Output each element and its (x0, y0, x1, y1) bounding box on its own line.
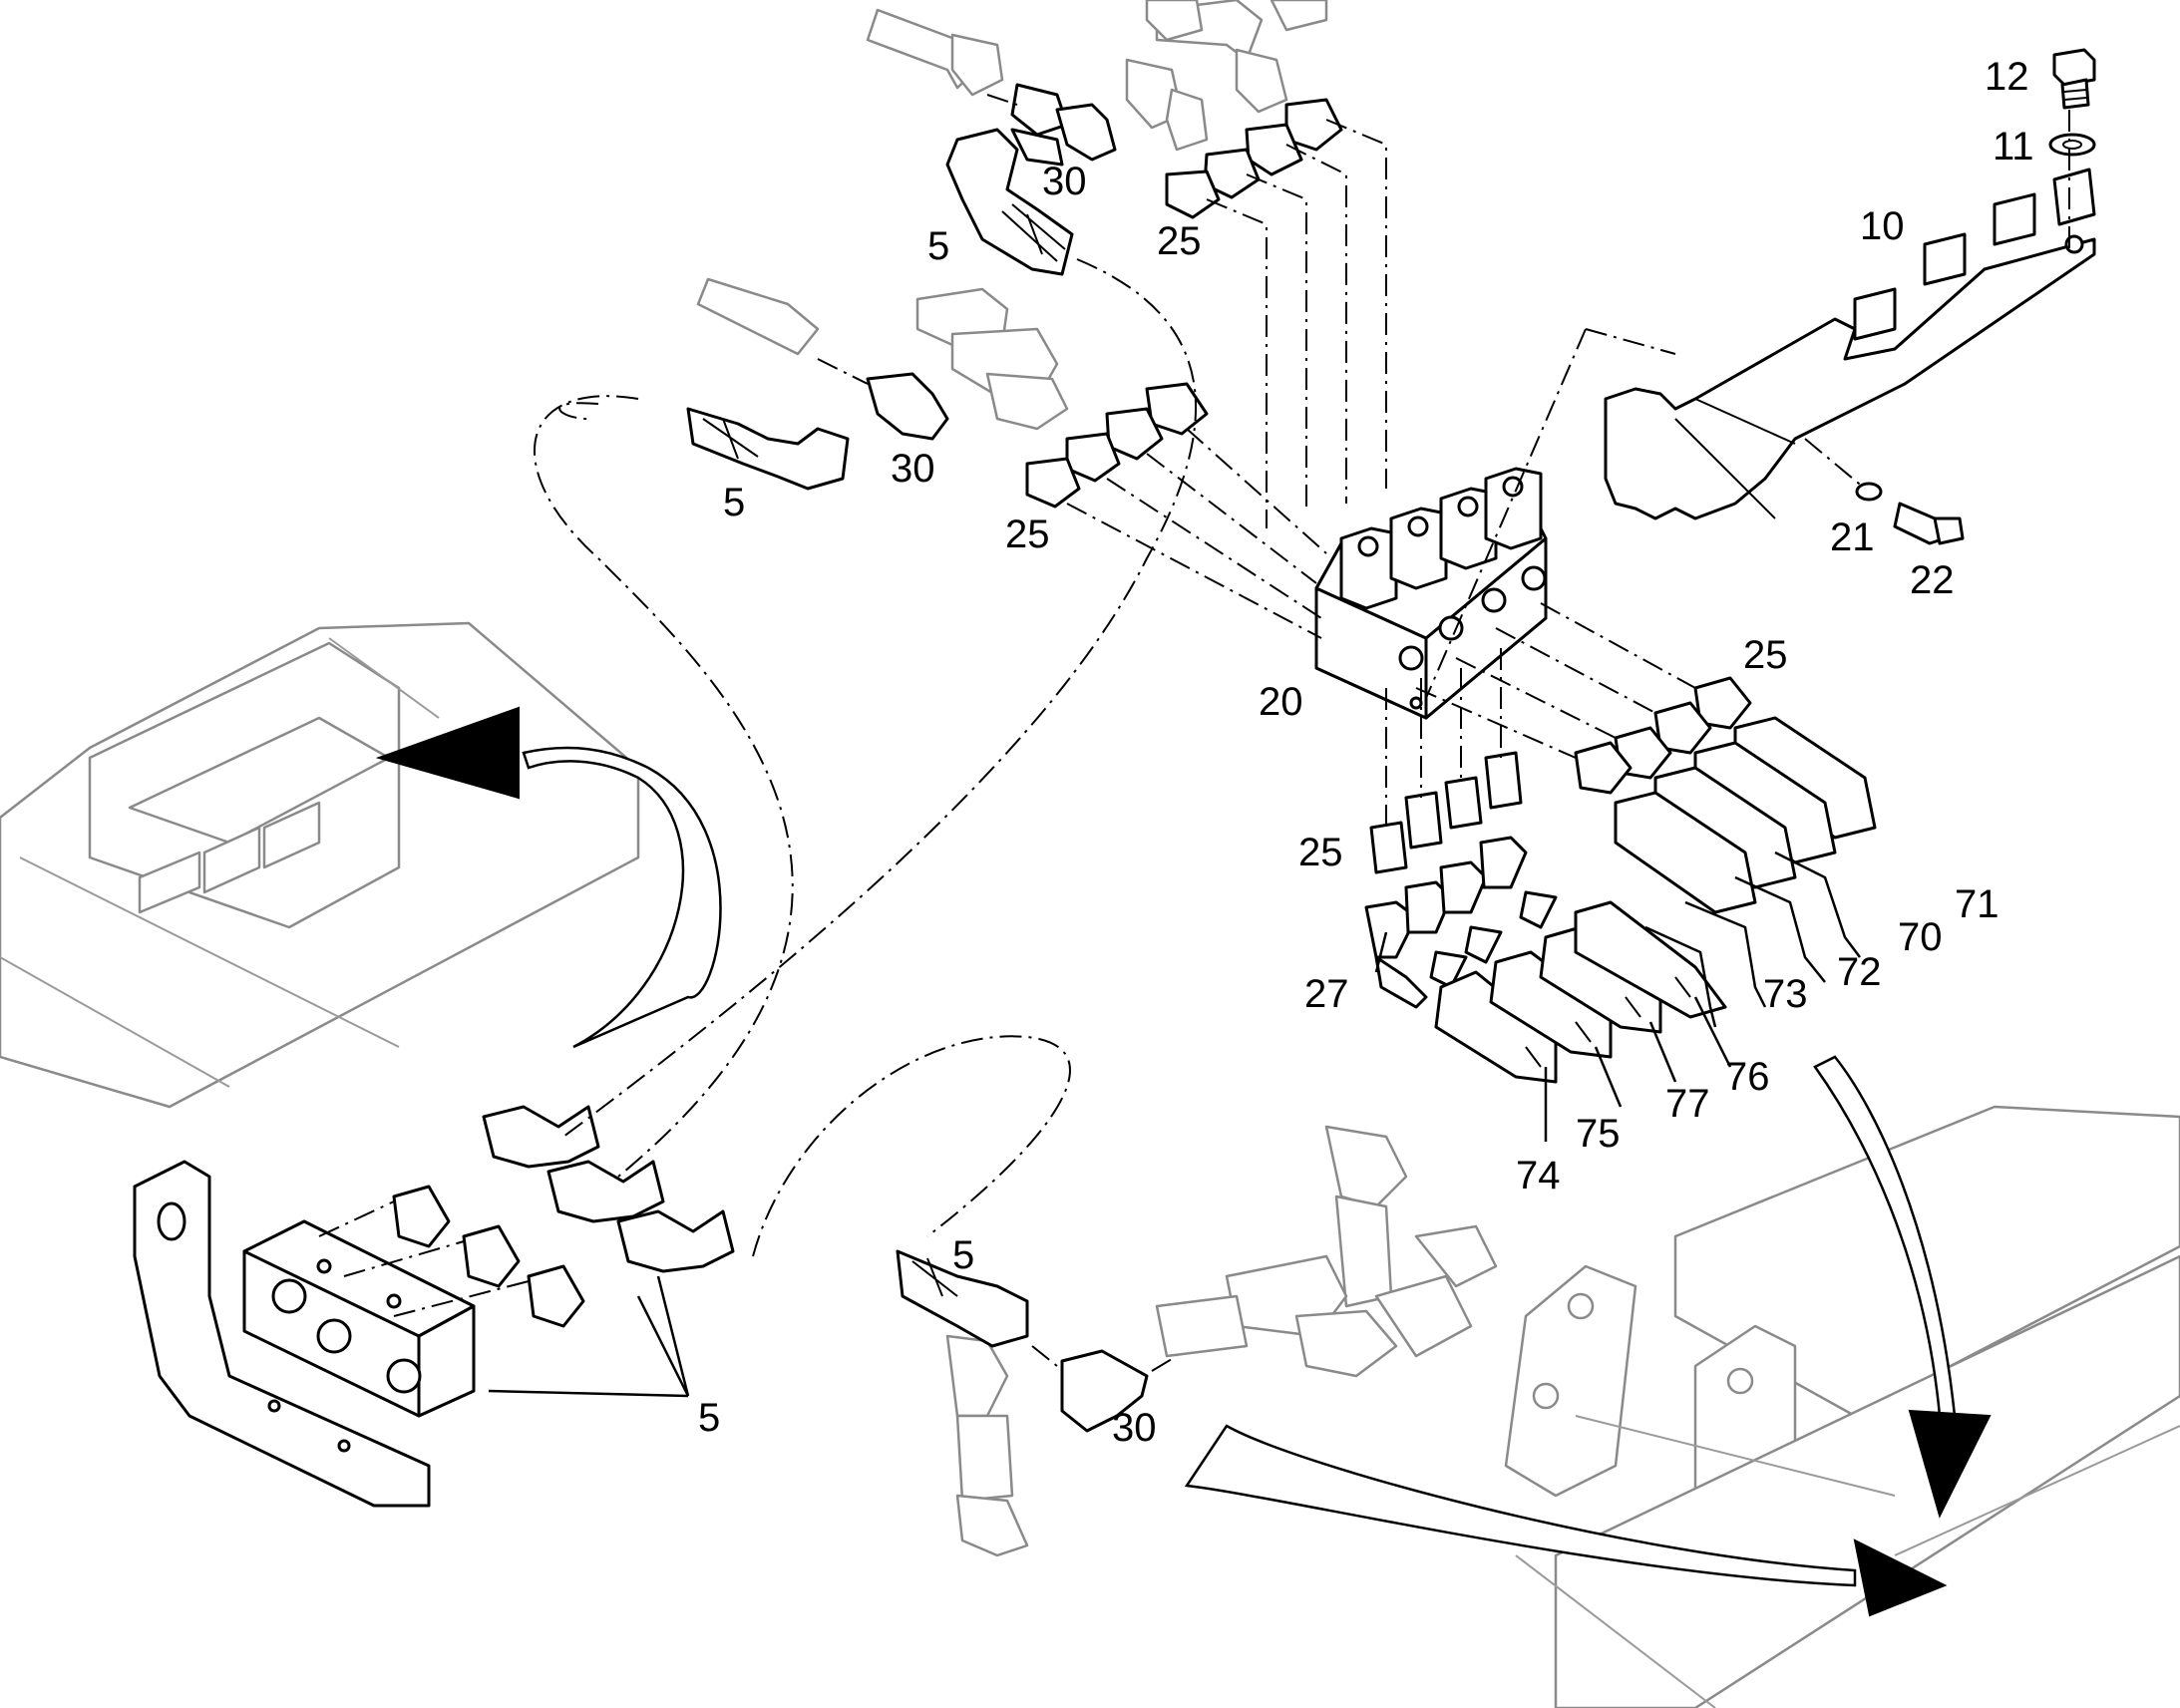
callout-5-bottom: 5 (952, 1233, 974, 1277)
bolt-12 (2052, 48, 2096, 110)
callout-27: 27 (1304, 972, 1349, 1016)
callout-70: 70 (1898, 915, 1943, 959)
callout-25-lower: 25 (1298, 831, 1343, 874)
callout-22: 22 (1910, 558, 1955, 602)
mounting-bracket (133, 1160, 431, 1508)
cab-platform-faint (0, 621, 640, 1109)
callout-5-top: 5 (927, 224, 949, 268)
bolt-22 (1893, 502, 1965, 545)
callout-25-top: 25 (1157, 219, 1202, 263)
callout-30-top: 30 (1042, 160, 1087, 203)
top-hose-group-faint (866, 0, 1328, 152)
frame-faint (1504, 1105, 2180, 1708)
callout-5-mid: 5 (723, 481, 745, 524)
callout-77: 77 (1665, 1082, 1710, 1126)
top-fittings-row (945, 83, 1343, 276)
callout-76: 76 (1725, 1055, 1770, 1099)
callout-25-right: 25 (1743, 633, 1788, 677)
lower-hose-and-tee (896, 1249, 1149, 1433)
washer-21 (1855, 482, 1883, 502)
callout-21: 21 (1830, 515, 1875, 559)
callouts: 12 11 10 30 5 25 30 5 25 21 22 20 25 25 … (698, 55, 2034, 1450)
curved-arrow-to-platform (375, 706, 722, 1049)
callout-71: 71 (1955, 882, 1999, 926)
bracket-10 (1604, 168, 2096, 520)
alignment-lines (318, 94, 2070, 1372)
callout-74: 74 (1516, 1154, 1561, 1197)
callout-11: 11 (1993, 125, 2034, 169)
curved-arrow-to-frame-left (1184, 1424, 1948, 1617)
callout-10: 10 (1860, 204, 1905, 248)
lower-fittings (1364, 751, 1727, 1084)
callout-30-bottom: 30 (1112, 1406, 1157, 1450)
callout-12: 12 (1985, 55, 2029, 99)
callout-30-mid: 30 (891, 447, 935, 491)
callout-73: 73 (1763, 972, 1808, 1016)
callout-5-block: 5 (698, 1396, 720, 1440)
washer-11 (2048, 133, 2096, 157)
lower-left-hoses (392, 1105, 735, 1328)
valve-block-20 (1314, 467, 1548, 720)
curved-arrow-to-frame-down (1813, 1055, 1992, 1519)
callout-75: 75 (1576, 1112, 1621, 1156)
distribution-block (242, 1219, 476, 1418)
right-fittings (1574, 676, 1877, 914)
bottom-tee-fittings-faint (945, 1125, 1498, 1557)
leader-lines (488, 851, 1861, 1398)
mid-hose-group (686, 277, 1209, 509)
callout-20: 20 (1259, 680, 1303, 724)
callout-72: 72 (1837, 950, 1882, 994)
callout-25-mid: 25 (1005, 512, 1050, 556)
